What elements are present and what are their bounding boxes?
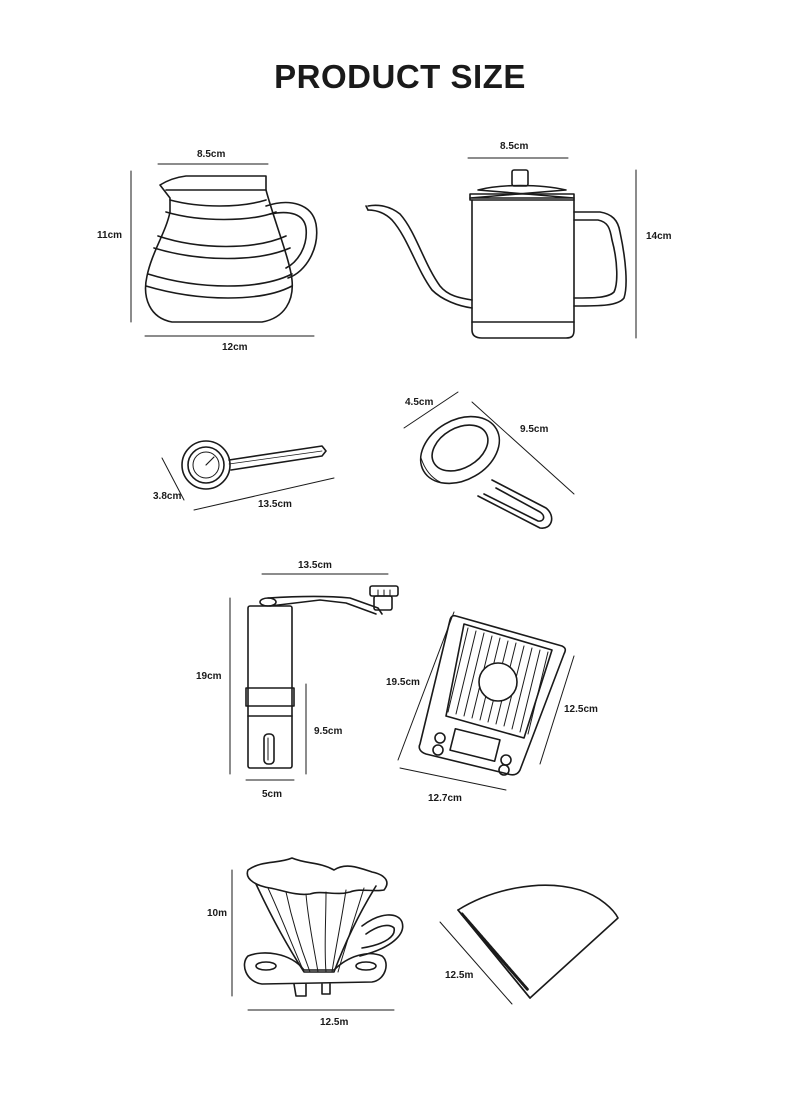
dripper-height-label: 10m xyxy=(207,908,228,919)
dripper-drawing xyxy=(232,858,403,1010)
scale-depth-label: 12.5cm xyxy=(564,704,598,715)
grinder-height-label: 19cm xyxy=(196,671,222,682)
scoop-drawing xyxy=(404,392,574,528)
kettle-drawing xyxy=(366,158,636,338)
filter-drawing xyxy=(440,885,618,1004)
thermometer-length-label: 13.5cm xyxy=(258,499,292,510)
scoop-length-label: 9.5cm xyxy=(520,424,549,435)
grinder-drawing xyxy=(230,574,398,780)
scale-width-label: 12.7cm xyxy=(428,793,462,804)
scoop-width-label: 4.5cm xyxy=(405,397,434,408)
thermometer-diameter-label: 3.8cm xyxy=(153,491,182,502)
filter-size-label: 12.5m xyxy=(445,970,474,981)
server-top-width-label: 8.5cm xyxy=(197,149,226,160)
grinder-lower-height-label: 9.5cm xyxy=(314,726,343,737)
thermometer-drawing xyxy=(162,441,334,510)
grinder-diameter-label: 5cm xyxy=(262,789,283,800)
server-drawing xyxy=(131,164,317,336)
kettle-width-label: 8.5cm xyxy=(500,141,529,152)
kettle-height-label: 14cm xyxy=(646,231,672,242)
scale-length-label: 19.5cm xyxy=(386,677,420,688)
scale-drawing xyxy=(398,612,574,790)
page-title: PRODUCT SIZE xyxy=(274,58,526,95)
server-height-label: 11cm xyxy=(97,230,123,241)
grinder-crank-width-label: 13.5cm xyxy=(298,560,332,571)
server-base-width-label: 12cm xyxy=(222,342,248,353)
dripper-width-label: 12.5m xyxy=(320,1017,349,1028)
